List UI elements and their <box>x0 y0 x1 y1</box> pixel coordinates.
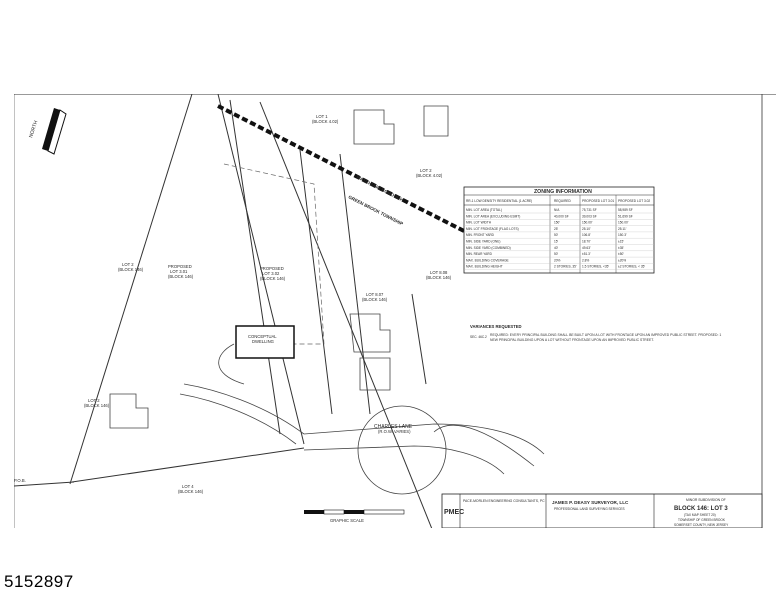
zoning-cell: 150.00' <box>582 221 593 225</box>
zoning-cell: MIN. LOT AREA (TOTAL) <box>466 208 502 212</box>
lot4-label: LOT 4 <box>182 484 194 489</box>
lot1-block: (BLOCK 4.02) <box>312 119 339 124</box>
variances-text: REQUIRED: EVERY PRINCIPAL BUILDING SHALL… <box>490 333 722 342</box>
variances-code: SEC. 46C.2 <box>470 335 487 339</box>
graphic-scale-label: GRAPHIC SCALE <box>330 518 364 523</box>
zoning-cell: 20% <box>554 258 561 262</box>
surveyor-sub: PROFESSIONAL LAND SURVEYING SERVICES <box>554 507 625 511</box>
title-block: PMEC PACE-MORLEN ENGINEERING CONSULTANTS… <box>441 493 763 528</box>
zoning-cell: MIN. LOT FRONTAGE (FLAG LOTS) <box>466 227 519 231</box>
proposed-302-line2: LOT 3.02 <box>262 271 280 276</box>
road-row: (R.O.W. VARIES) <box>378 429 411 434</box>
graphic-scale-bar <box>304 509 405 515</box>
lot807-label: LOT 8.07 <box>366 292 384 297</box>
lot2-left-block: (BLOCK 146) <box>118 267 144 272</box>
zoning-cell: ±50' <box>618 252 624 256</box>
zoning-cell: ±51.3' <box>582 252 591 256</box>
zoning-cell: 40,000 SF <box>554 214 569 218</box>
zoning-cell: MIN. LOT WIDTH <box>466 221 492 225</box>
tax-map-ref: (TAX MAP SHEET 20) <box>684 513 716 517</box>
block-lot-label: BLOCK 146: LOT 3 <box>674 506 728 512</box>
dwelling-line1: CONCEPTUAL <box>248 334 277 339</box>
zoning-cell: 58,989 SF <box>618 208 633 212</box>
zoning-cell: 150.3' <box>618 233 627 237</box>
surveyor-name: JAMES P. DEASY SURVEYOR, LLC <box>552 500 629 505</box>
lot808-label: LOT 8.08 <box>430 270 448 275</box>
zoning-cell: 49.63' <box>582 246 591 250</box>
zoning-cell: 39,003 SF <box>582 214 597 218</box>
zoning-header-lot302: PROPOSED LOT 3.02 <box>618 199 650 203</box>
variances-title: VARIANCES REQUESTED <box>470 324 522 329</box>
zoning-cell: 75,731 SF <box>582 208 597 212</box>
zoning-cell: ±35' <box>618 246 624 250</box>
proposed-302-line1: PROPOSED <box>260 266 284 271</box>
lot2-top-label: LOT 2 <box>420 168 432 173</box>
road-name: CHARLES LANE <box>374 424 413 430</box>
zoning-cell: N/A <box>554 208 560 212</box>
zoning-cell: 25' <box>554 227 559 231</box>
zoning-cell: ±15' <box>618 240 624 244</box>
lot2-lower-block: (BLOCK 146) <box>84 403 110 408</box>
zoning-cell: 50' <box>554 252 559 256</box>
lot2-top-block: (BLOCK 4.02) <box>416 173 443 178</box>
zoning-cell: ±20% <box>618 258 626 262</box>
zoning-cell: 25.11' <box>618 227 627 231</box>
north-label: NORTH <box>28 120 39 139</box>
zoning-cell: MAX. BUILDING COVERAGE <box>466 258 509 262</box>
boundary-label-greenbrook: GREEN BROOK TOWNSHIP <box>348 194 404 226</box>
lot1-label: LOT 1 <box>316 114 328 119</box>
zoning-cell: 1.5 STORIES, <35' <box>582 265 609 269</box>
zoning-cell: 150.00' <box>618 221 629 225</box>
variances-note: VARIANCES REQUESTED SEC. 46C.2 REQUIRED:… <box>470 324 722 342</box>
proposed-301-line1: PROPOSED <box>168 264 192 269</box>
zoning-title: ZONING INFORMATION <box>534 189 592 195</box>
zoning-cell: 15' <box>554 240 559 244</box>
pob-label: P.O.B. <box>14 478 26 483</box>
zoning-cell: 106.8' <box>582 233 591 237</box>
listing-id: 5152897 <box>4 572 74 591</box>
dwelling-line2: DWELLING <box>252 339 274 344</box>
lot807-block: (BLOCK 146) <box>362 297 388 302</box>
zoning-cell: MIN. SIDE YARD (ONE) <box>466 240 500 244</box>
proposed-302-line3: (BLOCK 146) <box>260 276 286 281</box>
engineer-logo: PMEC <box>444 509 464 516</box>
zoning-cell: MAX. BUILDING HEIGHT <box>466 265 503 269</box>
zoning-cell: 25.10' <box>582 227 591 231</box>
zoning-cell: 50' <box>554 233 559 237</box>
zoning-cell: MIN. FRONT YARD <box>466 233 495 237</box>
lot4-block: (BLOCK 146) <box>178 489 204 494</box>
subdivision-plat-sheet: NORTH LOT 1 (BLO <box>14 94 776 528</box>
zoning-cell: MIN. REAR YARD <box>466 252 493 256</box>
zoning-cell: ±2 STORIES, < 35' <box>618 265 645 269</box>
zoning-cell: 150' <box>554 221 560 225</box>
proposed-301-line3: (BLOCK 146) <box>168 274 194 279</box>
boundary-label-watchung: WATCHUNG BOROUGH <box>356 174 405 202</box>
zoning-cell: 51,699 SF <box>618 214 633 218</box>
zoning-table: ZONING INFORMATION RR-1 LOW DENSITY RESI… <box>463 186 655 274</box>
lot2-lower-label: LOT 2 <box>88 398 100 403</box>
proposed-301-line2: LOT 3.01 <box>170 269 188 274</box>
township-name: TOWNSHIP OF GREEN BROOK <box>678 518 726 522</box>
zoning-cell: MIN. SIDE YARD (COMBINED) <box>466 246 511 250</box>
county-name: SOMERSET COUNTY, NEW JERSEY <box>674 523 729 527</box>
zoning-header-district: RR-1 LOW DENSITY RESIDENTIAL (1 ACRE) <box>466 199 532 203</box>
engineer-name: PACE-MORLEN ENGINEERING CONSULTANTS, PC <box>463 499 545 503</box>
north-arrow-icon: NORTH <box>28 108 67 155</box>
zoning-cell: MIN. LOT AREA (EXCLUDING ESMT) <box>466 214 520 218</box>
lot2-left-label: LOT 2 <box>122 262 134 267</box>
zoning-header-lot301: PROPOSED LOT 3.01 <box>582 199 614 203</box>
zoning-cell: 2.8% <box>582 258 589 262</box>
minor-subdivision-label: MINOR SUBDIVISION OF <box>686 498 726 502</box>
zoning-header-required: REQUIRED <box>554 199 572 203</box>
lot808-block: (BLOCK 146) <box>426 275 452 280</box>
zoning-cell: 18.70' <box>582 240 591 244</box>
zoning-cell: 2 STORIES, 35' <box>554 265 577 269</box>
zoning-cell: 40' <box>554 246 559 250</box>
